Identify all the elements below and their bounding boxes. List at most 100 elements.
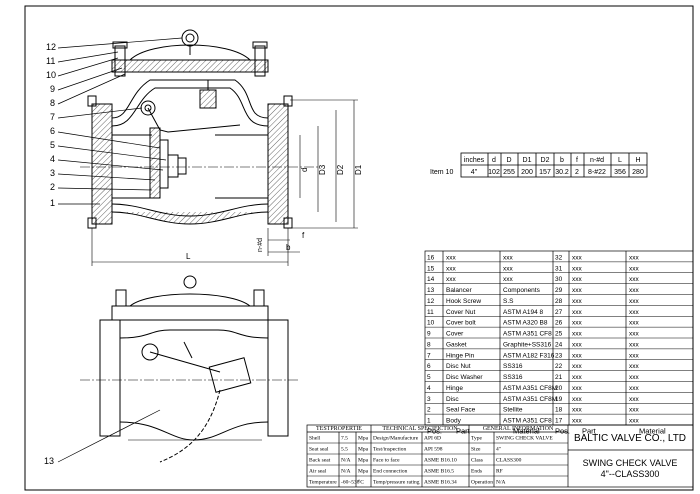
parts-row-pos2: 30 bbox=[555, 276, 563, 283]
parts-row-part2: xxx bbox=[572, 385, 583, 392]
gen-key: Ends bbox=[471, 469, 482, 475]
parts-row-pos2: 25 bbox=[555, 331, 563, 338]
gen-key: Size bbox=[471, 447, 481, 453]
parts-row-pos: 14 bbox=[427, 276, 435, 283]
tech-value: ASME B16.34 bbox=[424, 480, 457, 486]
parts-row-pos: 6 bbox=[427, 363, 431, 370]
parts-row-pos: 15 bbox=[427, 265, 435, 272]
parts-row-pos2: 27 bbox=[555, 309, 563, 316]
parts-row-part: Cover bbox=[446, 331, 464, 338]
spec-v-L: 356 bbox=[614, 169, 626, 176]
leader-10: 10 bbox=[46, 70, 56, 80]
spec-v-f: 2 bbox=[575, 169, 579, 176]
parts-row-mat: Stellite bbox=[503, 407, 523, 414]
leader-5: 5 bbox=[50, 140, 55, 150]
product-line-1: SWING CHECK VALVE bbox=[583, 458, 678, 468]
dim-nd: n-#d bbox=[257, 238, 264, 252]
testprop-value: 7.5 bbox=[341, 436, 348, 442]
spec-v-b: 30.2 bbox=[555, 169, 569, 176]
dim-L: L bbox=[186, 252, 191, 261]
parts-row-pos2: 32 bbox=[555, 254, 563, 261]
parts-row-mat2: xxx bbox=[629, 298, 640, 305]
spec-v-H: 280 bbox=[632, 169, 644, 176]
parts-row-pos: 8 bbox=[427, 341, 431, 348]
tech-value: ASME B16.10 bbox=[424, 458, 457, 464]
parts-row-part: Cover bolt bbox=[446, 320, 476, 327]
tech-value: API 598 bbox=[424, 447, 443, 453]
parts-header-mat: Material bbox=[513, 426, 540, 435]
parts-row-pos: 4 bbox=[427, 385, 431, 392]
spec-v-nd: 8-#22 bbox=[588, 169, 606, 176]
testprop-key: Back seat bbox=[309, 458, 331, 464]
dim-d: d bbox=[300, 168, 309, 172]
parts-row-part: xxx bbox=[446, 254, 457, 261]
parts-row-part: Balancer bbox=[446, 287, 472, 294]
testprop-value: N/A bbox=[341, 469, 351, 475]
parts-row-part2: xxx bbox=[572, 407, 583, 414]
leader-labels: 12 11 10 9 8 7 6 5 4 3 2 1 13 bbox=[44, 42, 56, 466]
parts-row-mat: SS316 bbox=[503, 363, 523, 370]
gen-value: SWING CHECK VALVE bbox=[496, 436, 553, 442]
parts-row-pos2: 28 bbox=[555, 298, 563, 305]
parts-row-part: xxx bbox=[446, 276, 457, 283]
spec-h-inches: inches bbox=[464, 157, 485, 164]
parts-row-part: Disc Nut bbox=[446, 363, 471, 370]
spec-h-L: L bbox=[618, 157, 622, 164]
drawing-border bbox=[24, 5, 694, 491]
spec-h-f: f bbox=[576, 157, 578, 164]
spec-h-D: D bbox=[506, 157, 511, 164]
parts-row-mat2: xxx bbox=[629, 352, 640, 359]
parts-row-mat: ASTM A351 CF8 bbox=[503, 418, 552, 425]
spec-h-D2: D2 bbox=[541, 157, 550, 164]
parts-row-mat2: xxx bbox=[629, 320, 640, 327]
testprop-unit: Mpa bbox=[358, 436, 369, 442]
parts-row-mat: Components bbox=[503, 287, 541, 294]
parts-row-part: Cover Nut bbox=[446, 309, 475, 316]
parts-row-mat2: xxx bbox=[629, 341, 640, 348]
leader-9: 9 bbox=[50, 84, 55, 94]
testprop-unit: Mpa bbox=[358, 447, 369, 453]
leader-7: 7 bbox=[50, 112, 55, 122]
tech-key: End connection bbox=[373, 469, 408, 475]
dim-D1: D1 bbox=[354, 164, 363, 175]
parts-row-pos: 2 bbox=[427, 407, 431, 414]
tech-value: ASME B16.5 bbox=[424, 469, 454, 475]
leader-1: 1 bbox=[50, 198, 55, 208]
parts-row-part: xxx bbox=[446, 265, 457, 272]
parts-row-part: Hinge Pin bbox=[446, 352, 475, 359]
item-label: Item 10 bbox=[430, 169, 453, 176]
testprop-key: Temperature bbox=[309, 480, 337, 486]
parts-row-mat: ASTM A194 8 bbox=[503, 309, 543, 316]
gen-key: Operation bbox=[471, 480, 493, 486]
parts-row-part2: xxx bbox=[572, 363, 583, 370]
parts-row-mat: Graphite+SS316 bbox=[503, 341, 552, 348]
parts-row-mat2: xxx bbox=[629, 254, 640, 261]
parts-row-part2: xxx bbox=[572, 396, 583, 403]
parts-row-pos2: 23 bbox=[555, 352, 563, 359]
parts-row-part2: xxx bbox=[572, 352, 583, 359]
gen-value: CLASS300 bbox=[496, 458, 522, 464]
parts-row-mat: SS316 bbox=[503, 374, 523, 381]
parts-row-mat2: xxx bbox=[629, 374, 640, 381]
parts-row-pos2: 24 bbox=[555, 341, 563, 348]
gen-value: 4" bbox=[496, 447, 501, 453]
parts-row-pos2: 18 bbox=[555, 407, 563, 414]
parts-row-part2: xxx bbox=[572, 418, 583, 425]
parts-row-mat: S.S bbox=[503, 298, 514, 305]
spec-v-D1: 200 bbox=[521, 169, 533, 176]
gen-key: Type bbox=[471, 436, 482, 442]
testprop-value: N/A bbox=[341, 458, 351, 464]
leader-13: 13 bbox=[44, 456, 54, 466]
parts-row-part2: xxx bbox=[572, 374, 583, 381]
parts-row-part2: xxx bbox=[572, 320, 583, 327]
tech-value: API 6D bbox=[424, 436, 441, 442]
parts-row-part2: xxx bbox=[572, 254, 583, 261]
parts-row-pos: 12 bbox=[427, 298, 435, 305]
parts-row-mat2: xxx bbox=[629, 287, 640, 294]
gen-title: GENERAL INFORMATION bbox=[483, 426, 554, 432]
dim-f: f bbox=[302, 231, 305, 240]
testprop-unit: °C bbox=[358, 479, 364, 486]
parts-header-pos: Pos. bbox=[427, 426, 442, 435]
spec-v-d: 102 bbox=[488, 169, 500, 176]
